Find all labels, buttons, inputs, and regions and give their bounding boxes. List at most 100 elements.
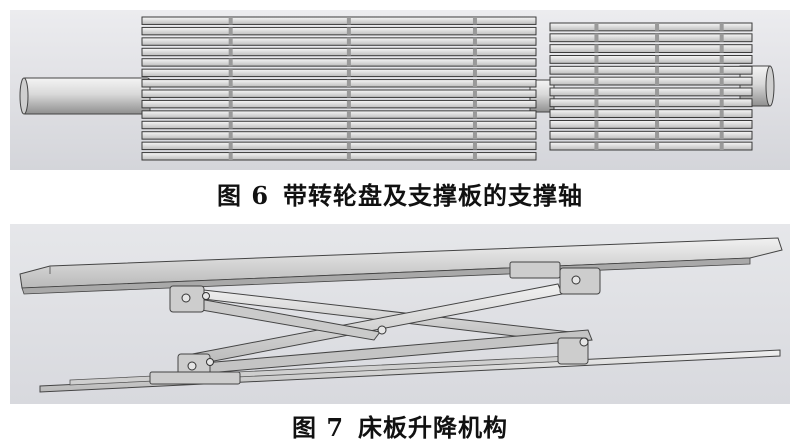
drum-slat <box>141 68 537 78</box>
disc-notch <box>472 79 477 87</box>
figure-7: 图 7 床板升降机构 <box>0 218 800 444</box>
drum-slat <box>141 16 537 25</box>
bottom-left-slider <box>149 371 241 385</box>
disc-notch <box>594 120 599 129</box>
disc-notch <box>719 77 724 85</box>
drum-slat <box>549 141 753 151</box>
figure-7-caption: 图 7 床板升降机构 <box>0 408 800 443</box>
support-shaft-drawing <box>10 10 790 170</box>
disc-notch <box>719 98 724 107</box>
disc-notch <box>346 131 351 140</box>
disc-notch <box>655 77 660 85</box>
disc-notch <box>472 110 477 119</box>
disc-notch <box>655 23 660 31</box>
disc-notch <box>719 55 724 64</box>
disc-notch <box>228 58 233 67</box>
disc-notch <box>594 142 599 150</box>
figure-7-label: 图 7 <box>291 413 345 442</box>
drum-slat <box>549 98 753 108</box>
drum-slat <box>141 120 537 130</box>
disc-notch <box>655 33 660 42</box>
disc-notch <box>594 77 599 85</box>
disc-notch <box>228 100 233 108</box>
rotating-disc-drum-right <box>549 22 753 151</box>
figure-6-title: 带转轮盘及支撑板的支撑轴 <box>283 181 584 210</box>
disc-notch <box>346 69 351 77</box>
drum-slat <box>141 47 537 57</box>
drum-slat <box>141 26 537 36</box>
drum-slat <box>549 44 753 54</box>
disc-notch <box>472 48 477 56</box>
disc-notch <box>594 66 599 75</box>
disc-notch <box>719 33 724 42</box>
drum-slat <box>141 79 537 88</box>
rotating-disc-drum-left <box>141 16 537 161</box>
figure-7-title: 床板升降机构 <box>358 413 509 442</box>
disc-notch <box>719 120 724 129</box>
disc-notch <box>472 27 477 35</box>
disc-notch <box>472 37 477 46</box>
shaft-right-end <box>739 65 775 107</box>
disc-notch <box>594 131 599 140</box>
disc-notch <box>655 142 660 150</box>
drum-slat <box>549 87 753 97</box>
disc-notch <box>472 121 477 129</box>
disc-notch <box>472 69 477 77</box>
disc-notch <box>346 152 351 160</box>
disc-notch <box>719 131 724 140</box>
drum-slat <box>549 130 753 140</box>
drum-slat <box>549 33 753 43</box>
disc-notch <box>655 88 660 96</box>
disc-notch <box>719 142 724 150</box>
bed-lift-mechanism-drawing <box>10 224 790 404</box>
disc-notch <box>655 131 660 140</box>
drum-slat <box>141 110 537 119</box>
disc-notch <box>228 121 233 129</box>
disc-notch <box>655 55 660 64</box>
disc-notch <box>228 69 233 77</box>
drum-slat <box>549 76 753 86</box>
shaft-render-panel <box>10 10 790 170</box>
disc-notch <box>655 109 660 118</box>
disc-notch <box>346 48 351 56</box>
disc-notch <box>719 23 724 31</box>
disc-notch <box>719 44 724 53</box>
disc-notch <box>346 100 351 108</box>
drum-slat <box>141 141 537 151</box>
disc-notch <box>719 109 724 118</box>
disc-notch <box>472 142 477 150</box>
drum-slat <box>549 65 753 75</box>
disc-notch <box>472 17 477 25</box>
disc-notch <box>655 66 660 75</box>
disc-notch <box>594 98 599 107</box>
disc-notch <box>594 109 599 118</box>
disc-notch <box>472 100 477 108</box>
disc-notch <box>228 27 233 35</box>
disc-notch <box>346 142 351 150</box>
drum-slat <box>549 109 753 118</box>
top-right-guide <box>509 261 561 279</box>
disc-notch <box>594 23 599 31</box>
disc-notch <box>346 121 351 129</box>
disc-notch <box>228 142 233 150</box>
disc-notch <box>594 33 599 42</box>
pivot-pins <box>181 275 589 371</box>
drum-slat <box>141 99 537 109</box>
disc-notch <box>655 98 660 107</box>
disc-notch <box>228 110 233 119</box>
disc-notch <box>719 88 724 96</box>
shaft-left-end <box>19 77 151 115</box>
drum-slat <box>549 120 753 129</box>
disc-notch <box>655 120 660 129</box>
drum-slat <box>549 55 753 64</box>
disc-notch <box>228 17 233 25</box>
disc-notch <box>346 90 351 98</box>
disc-notch <box>719 66 724 75</box>
disc-notch <box>228 48 233 56</box>
disc-notch <box>655 44 660 53</box>
disc-notch <box>346 110 351 119</box>
bed-plate <box>19 237 783 295</box>
disc-notch <box>228 152 233 160</box>
